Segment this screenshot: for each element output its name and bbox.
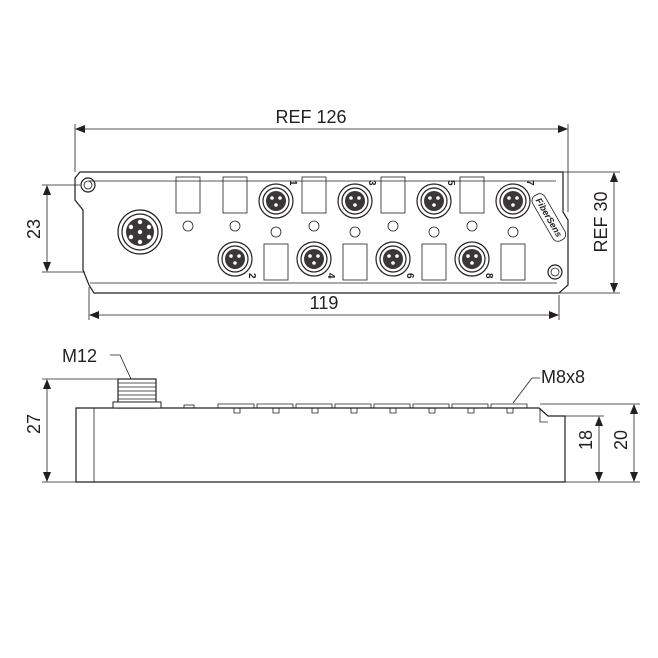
side-view: M12 M8x8 27 18 20 [24,346,640,483]
m8-port-8-icon [454,241,490,277]
port-label-2: 2 [246,273,257,279]
port-label-6: 6 [404,273,415,279]
led-dots [182,220,519,238]
m12-connector-icon [117,209,163,255]
top-view-body-outline [74,171,569,294]
led-windows-bottom-row [263,243,526,281]
m8-port-5-icon [416,183,452,219]
mounting-hole-left [80,177,96,193]
dim-label-ref-126: REF 126 [275,107,346,127]
dim-label-20: 20 [611,430,631,450]
m8-port-4-icon [296,241,332,277]
top-view: 1 3 5 7 2 4 6 8 FiberSens REF 126 119 23… [24,107,620,320]
m12-side-connector-icon [112,378,162,409]
dim-label-ref-30: REF 30 [591,191,611,252]
m8-port-3-icon [337,183,373,219]
brand-logo: FiberSens [531,193,567,242]
mounting-hole-right-inner [550,267,560,277]
dim-label-23: 23 [24,219,44,239]
port-label-4: 4 [325,273,336,279]
dim-label-18: 18 [576,430,596,450]
callout-m12: M12 [62,346,97,366]
m8-port-1-icon [258,183,294,219]
side-led-bump [183,404,195,409]
top-view-inner-edge [88,180,557,284]
mounting-hole-left-inner [83,180,93,190]
side-view-body-outline [75,407,566,483]
m8-side-ports [217,403,528,414]
port-label-8: 8 [483,273,494,279]
m8-port-7-icon [495,183,531,219]
port-label-7: 7 [524,180,535,186]
m8-port-6-icon [375,241,411,277]
port-label-5: 5 [445,180,456,186]
port-label-3: 3 [366,180,377,186]
dim-label-119: 119 [310,293,339,313]
side-view-step [539,408,548,423]
dim-label-27: 27 [24,414,44,434]
port-label-1: 1 [287,180,298,186]
logo-text: FiberSens [534,196,564,239]
m8-port-2-icon [217,241,253,277]
callout-m8x8: M8x8 [541,367,585,387]
m12-leader-line [110,354,132,380]
m8-leader-line [512,377,540,404]
mounting-hole-right [547,264,563,280]
led-windows-top-row [175,176,485,214]
